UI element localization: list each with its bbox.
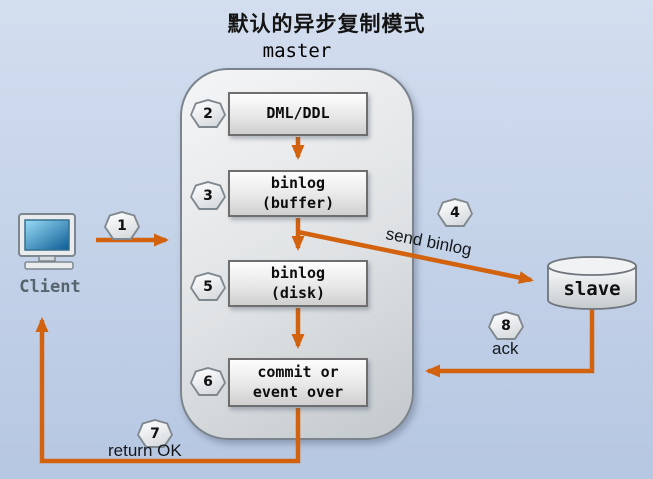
- node-binlog-buffer: binlog (buffer): [228, 170, 368, 217]
- node-dml-ddl: DML/DDL: [228, 92, 368, 136]
- ack-label: ack: [492, 339, 519, 358]
- client-label: Client: [19, 277, 81, 297]
- step-badge-2: 2: [190, 99, 226, 128]
- step-number-6: 6: [192, 369, 224, 394]
- master-label: master: [262, 40, 332, 62]
- step-number-5: 5: [192, 274, 224, 299]
- step-number-3: 3: [192, 183, 224, 208]
- page-title: 默认的异步复制模式: [227, 12, 426, 36]
- slave-label: slave: [563, 278, 620, 300]
- client-computer-icon: [18, 213, 76, 270]
- step-badge-6: 6: [190, 367, 226, 396]
- node-binlog-disk: binlog (disk): [228, 260, 368, 307]
- step-number-2: 2: [192, 101, 224, 126]
- step-number-1: 1: [106, 213, 138, 238]
- step-badge-4: 4: [437, 198, 473, 227]
- step-badge-7: 7: [137, 419, 173, 448]
- step-number-4: 4: [439, 200, 471, 225]
- step-badge-8: 8: [488, 311, 524, 340]
- slave-database-cylinder: slave: [547, 256, 637, 310]
- step-badge-5: 5: [190, 272, 226, 301]
- step-number-8: 8: [490, 313, 522, 338]
- return-ok-label: return OK: [108, 441, 182, 460]
- step-badge-3: 3: [190, 181, 226, 210]
- step-number-7: 7: [139, 421, 171, 446]
- step-badge-1: 1: [104, 211, 140, 240]
- node-commit-event-over: commit or event over: [228, 358, 368, 407]
